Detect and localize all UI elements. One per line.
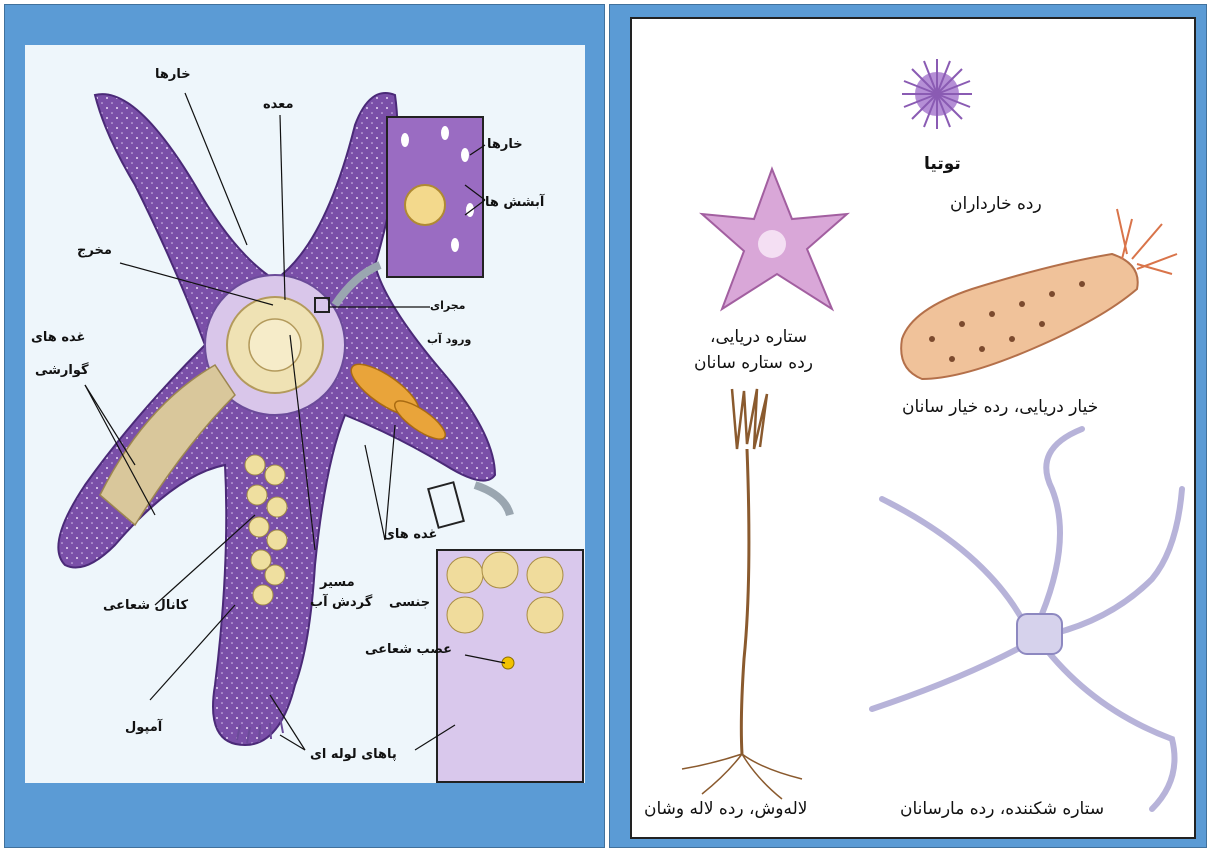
starfish-anatomy-figure: خارها معده خارها آبشش ها مخرج مجرای ورود…	[25, 45, 585, 783]
echinoderm-classes-illustration	[632, 19, 1194, 837]
label-sea-urchin: توتیا	[924, 154, 961, 174]
crinoid-drawing	[682, 389, 802, 799]
label-digestive-glands-line2: گوارشی	[35, 363, 89, 378]
label-sea-star-line2: رده ستاره سانان	[694, 353, 813, 373]
label-stomach: معده	[263, 97, 294, 112]
sea-cucumber-drawing	[901, 209, 1177, 379]
label-brittle-star: ستاره شکننده، رده مارسانان	[900, 799, 1104, 819]
label-digestive-glands-line1: غده های	[31, 330, 85, 345]
label-spines: خارها	[155, 67, 191, 82]
sea-urchin-drawing	[902, 59, 972, 129]
label-echinoid-class: رده خارداران	[950, 194, 1042, 214]
label-crinoid: لاله‌وش، رده لاله وشان	[644, 799, 807, 819]
label-water-path-line2: گردش آب	[310, 595, 372, 610]
label-spines-inset: خارها	[487, 137, 523, 152]
label-sea-star-line1: ستاره دریایی،	[710, 327, 807, 347]
starfish-anatomy-illustration	[25, 45, 585, 783]
label-water-inlet-line2: ورود آب	[427, 333, 471, 346]
label-radial-nerve: عصب شعاعی	[365, 642, 452, 657]
madreporite	[405, 185, 445, 225]
right-panel: توتیا رده خارداران ستاره دریایی، رده ستا…	[609, 4, 1207, 848]
label-gills: آبشش ها	[485, 195, 544, 210]
label-gonads-line2: جنسی	[389, 595, 430, 610]
left-panel: خارها معده خارها آبشش ها مخرج مجرای ورود…	[4, 4, 605, 848]
label-water-path-line1: مسیر	[320, 575, 355, 590]
label-tube-feet: پاهای لوله ای	[310, 747, 397, 762]
label-radial-canal: کانال شعاعی	[103, 598, 188, 613]
echinoderm-classes-figure: توتیا رده خارداران ستاره دریایی، رده ستا…	[630, 17, 1196, 839]
label-ampulla: آمپول	[125, 720, 162, 735]
label-water-inlet-line1: مجرای	[430, 299, 465, 312]
label-sea-cucumber: خیار دریایی، رده خیار سانان	[902, 397, 1098, 417]
label-anus: مخرج	[77, 243, 112, 258]
label-gonads-line1: غده های	[383, 527, 437, 542]
